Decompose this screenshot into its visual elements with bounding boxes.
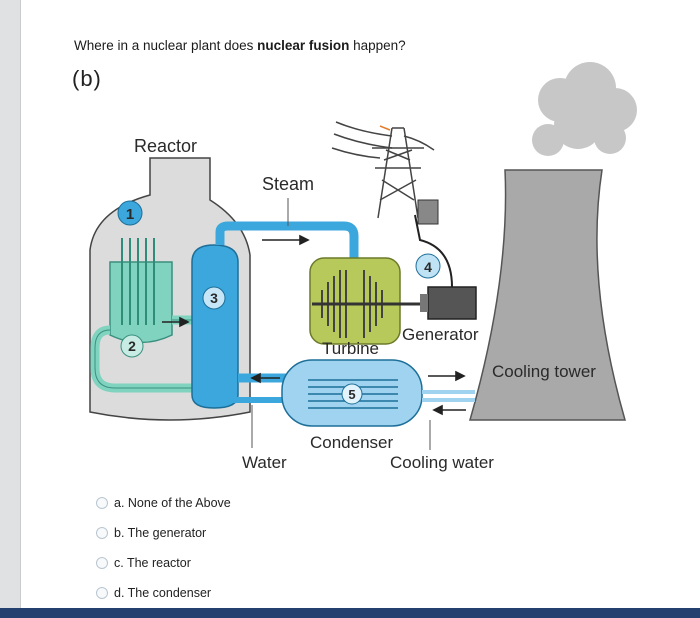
label-cooling-water: Cooling water [390, 453, 494, 472]
label-turbine: Turbine [322, 339, 379, 358]
label-steam: Steam [262, 174, 314, 194]
radio-button[interactable] [96, 527, 108, 539]
steam-cloud [532, 62, 637, 156]
radio-button[interactable] [96, 497, 108, 509]
steam-line [215, 221, 359, 262]
answer-options: a. None of the Above b. The generator c.… [96, 488, 231, 608]
fuel-rods [121, 238, 155, 325]
marker-3: 3 [202, 286, 226, 310]
radio-button[interactable] [96, 557, 108, 569]
marker-1: 1 [117, 200, 143, 226]
option-label: b. The generator [114, 526, 207, 540]
cooling-water-pipes [422, 390, 475, 402]
steam-generator [191, 244, 239, 409]
label-cooling-tower: Cooling tower [492, 362, 596, 381]
reactor-vessel [109, 261, 173, 344]
svg-text:2: 2 [128, 338, 136, 354]
option-c[interactable]: c. The reactor [96, 548, 231, 578]
bottom-bar [0, 608, 700, 618]
option-label: a. None of the Above [114, 496, 231, 510]
leader-lines [251, 198, 431, 450]
turbine-housing [309, 257, 401, 345]
marker-4: 4 [415, 253, 441, 279]
label-generator: Generator [402, 325, 479, 344]
marker-2: 2 [120, 334, 144, 358]
label-condenser: Condenser [310, 433, 394, 452]
radio-button[interactable] [96, 587, 108, 599]
transformer [417, 199, 439, 225]
marker-5: 5 [341, 383, 363, 405]
flow-arrows [162, 234, 466, 416]
power-cable [414, 214, 453, 288]
svg-text:4: 4 [424, 259, 432, 275]
svg-text:5: 5 [348, 387, 355, 402]
pylon [331, 121, 435, 219]
question-text: Where in a nuclear plant does nuclear fu… [74, 38, 406, 53]
option-label: d. The condenser [114, 586, 212, 600]
generator [427, 286, 477, 320]
svg-text:3: 3 [210, 290, 218, 306]
cooling-tower [469, 169, 626, 421]
option-a[interactable]: a. None of the Above [96, 488, 231, 518]
option-d[interactable]: d. The condenser [96, 578, 231, 608]
label-reactor: Reactor [134, 136, 197, 156]
label-water: Water [242, 453, 287, 472]
svg-text:1: 1 [126, 206, 134, 223]
question-emphasis: nuclear fusion [257, 38, 350, 53]
option-b[interactable]: b. The generator [96, 518, 231, 548]
part-label: (b) [72, 66, 102, 91]
option-label: c. The reactor [114, 556, 191, 570]
